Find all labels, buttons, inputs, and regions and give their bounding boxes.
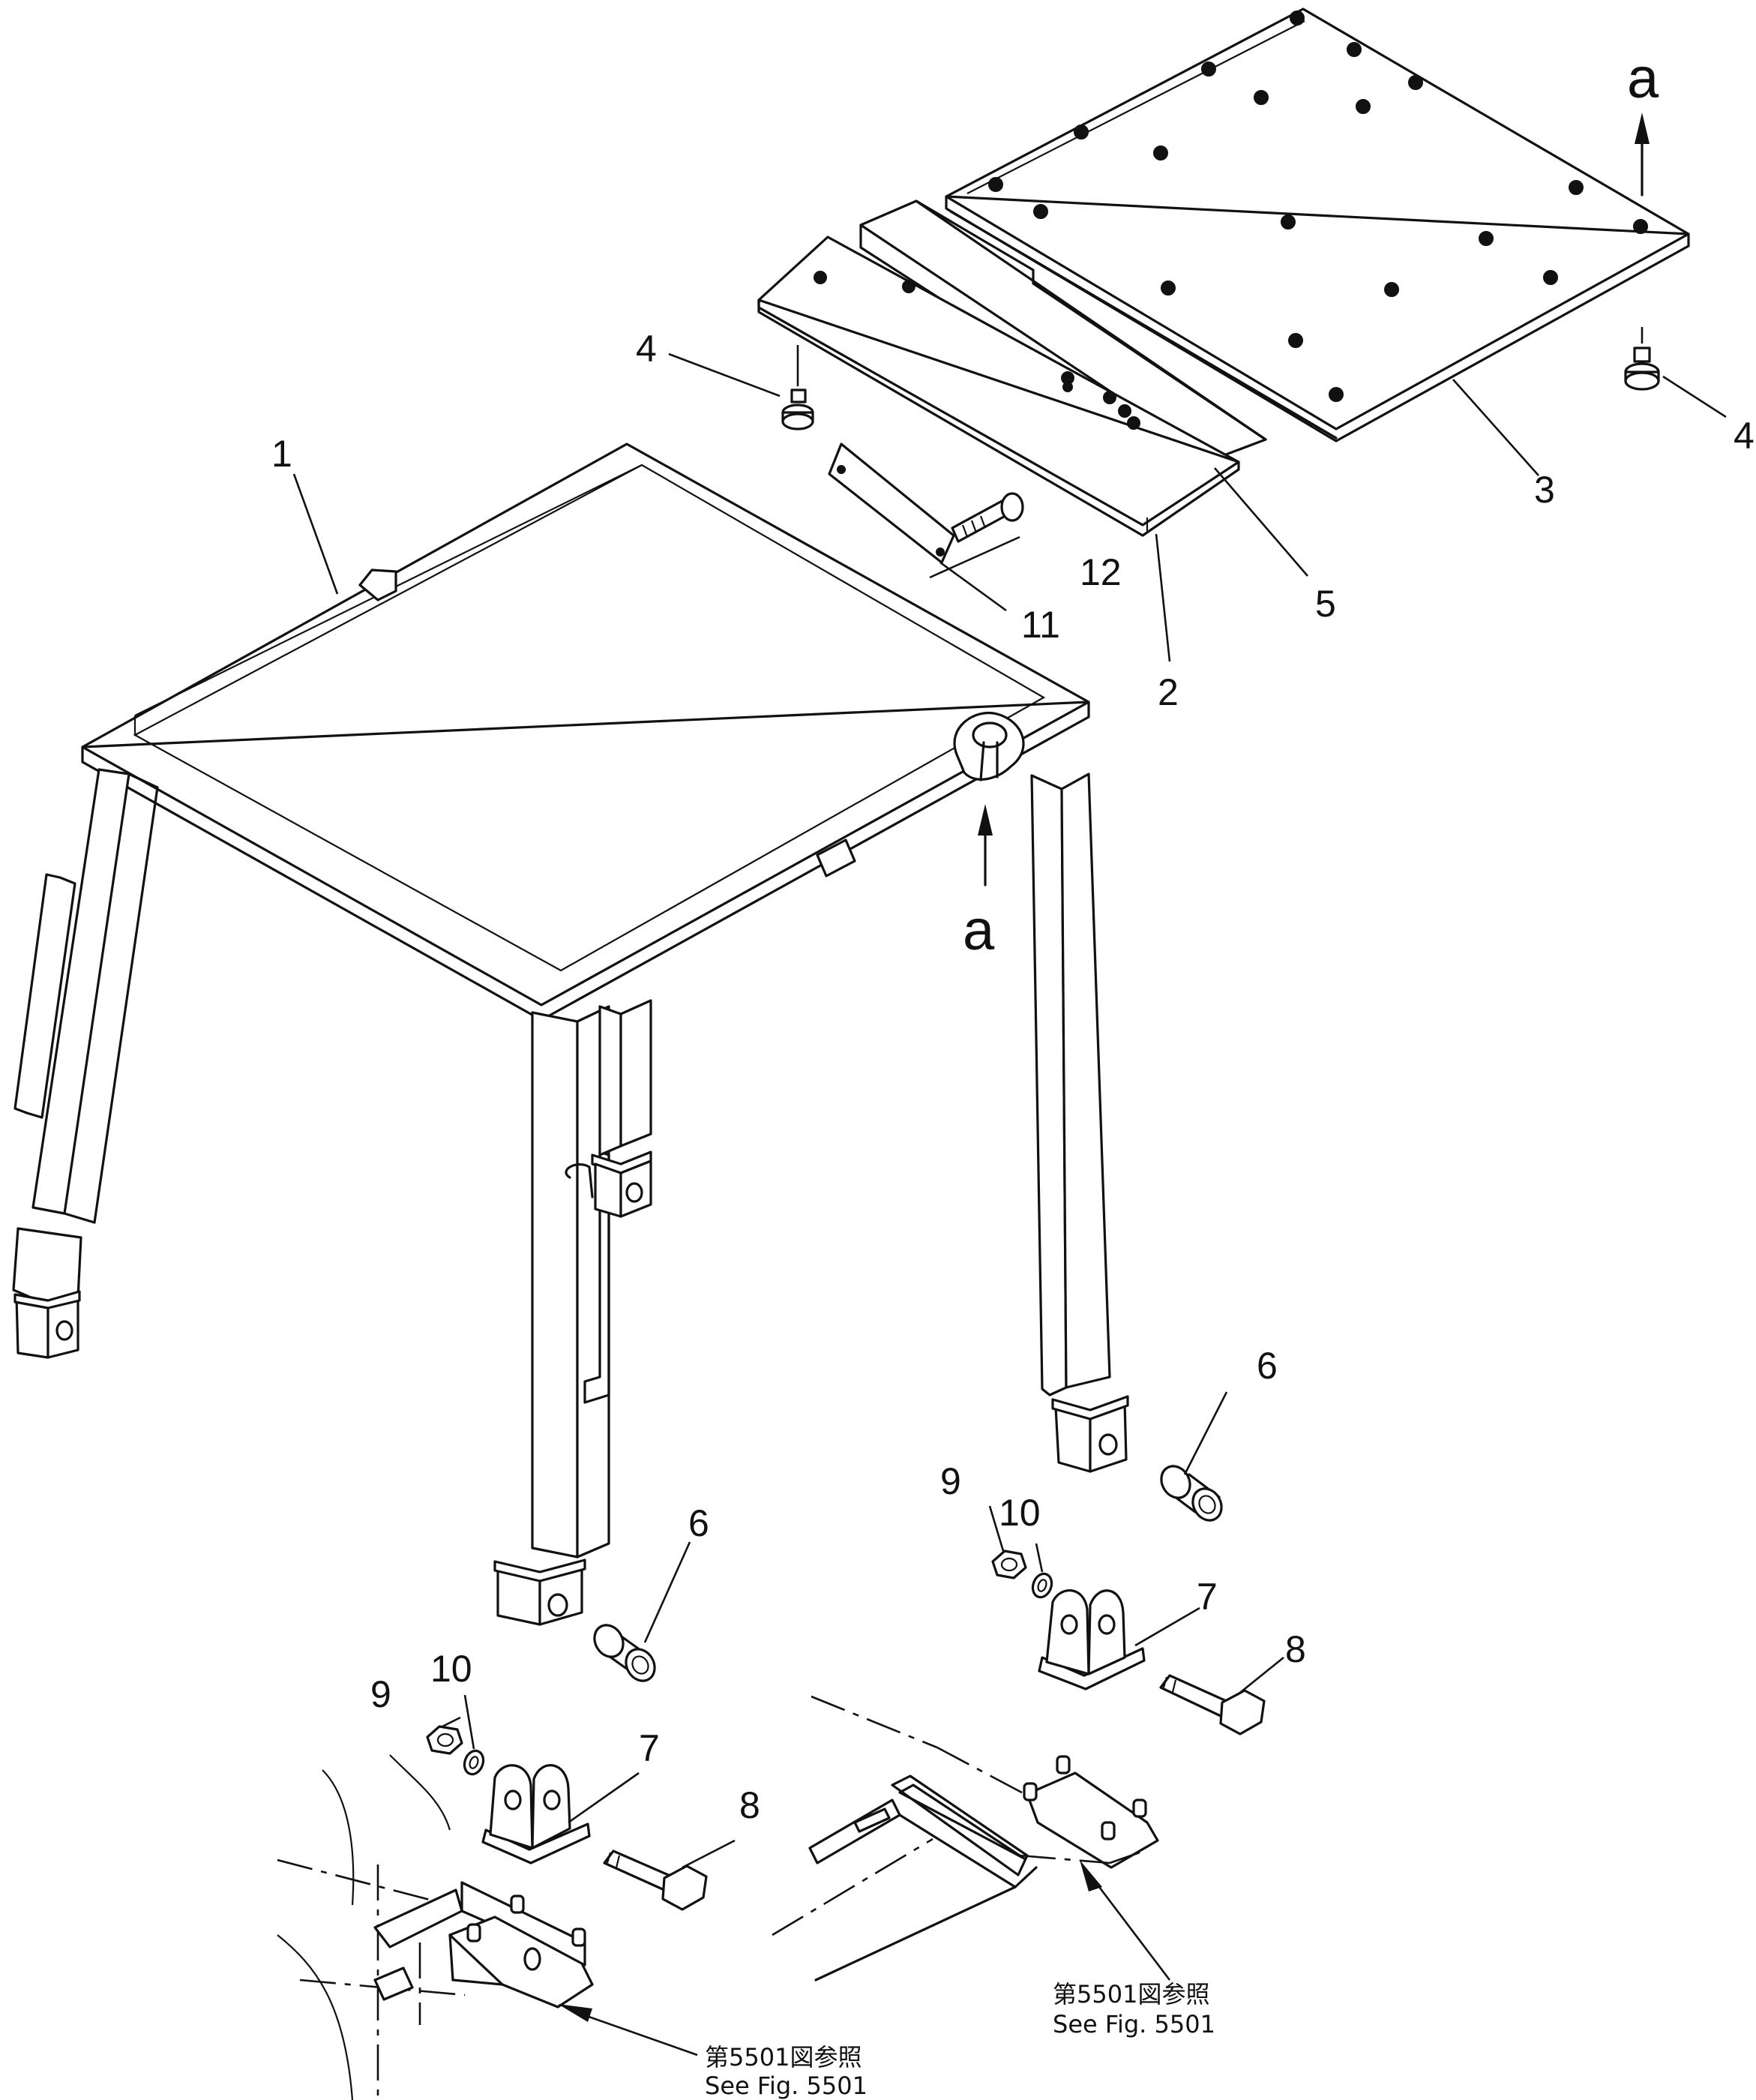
callout-7-left: 7 <box>639 1727 660 1769</box>
callout-4-right: 4 <box>1734 415 1755 457</box>
washer-10-left <box>463 1749 485 1776</box>
bracket-7-left <box>481 1764 591 1864</box>
ref-arrows <box>558 1860 1102 2022</box>
callout-5: 5 <box>1315 583 1336 625</box>
pin-right <box>1624 327 1660 391</box>
bushing-6-left <box>593 1624 656 1682</box>
arrow-a-top <box>1635 112 1650 196</box>
reference-note-left-jp: 第5501図参照 <box>705 2043 862 2072</box>
callout-11: 11 <box>1021 604 1060 646</box>
mount-reference-right <box>772 1695 1159 1982</box>
callout-10-right: 10 <box>999 1492 1041 1534</box>
callout-6-right: 6 <box>1257 1345 1278 1387</box>
arrow-a-mid <box>978 804 993 886</box>
pin-left <box>781 345 814 430</box>
callout-12: 12 <box>1080 551 1122 593</box>
callout-8-right: 8 <box>1285 1628 1306 1670</box>
leader-lines <box>292 352 1727 2056</box>
callout-7-right: 7 <box>1197 1576 1218 1618</box>
bushing-6-right <box>1160 1465 1223 1522</box>
marker-a-mid: a <box>963 898 995 962</box>
frame-top <box>81 442 1090 1022</box>
callout-9-right: 9 <box>940 1460 961 1502</box>
callout-9-left: 9 <box>370 1673 391 1715</box>
reference-note-right-jp: 第5501図参照 <box>1053 1980 1209 2008</box>
bolt-8-left <box>603 1850 708 1911</box>
reference-note-left-en: See Fig. 5501 <box>705 2072 868 2100</box>
callout-8-left: 8 <box>739 1784 760 1826</box>
callout-3: 3 <box>1534 469 1555 511</box>
callout-1: 1 <box>271 433 292 475</box>
leg-front-right <box>493 1005 610 1626</box>
leg-front-left <box>12 768 159 1359</box>
washer-10-right <box>1031 1572 1053 1599</box>
nut-9-right <box>991 1550 1027 1580</box>
callout-6-left: 6 <box>688 1502 709 1544</box>
mount-reference-left <box>277 1754 594 2100</box>
bolt-12 <box>951 492 1024 543</box>
callout-2: 2 <box>1158 671 1179 713</box>
marker-a-top: a <box>1627 46 1659 110</box>
callout-labels: 1 2 3 4 4 5 6 6 7 7 8 8 9 9 10 10 11 12 … <box>271 46 1755 2100</box>
leg-rear-right <box>1030 772 1129 1473</box>
rail-plate <box>757 236 1240 537</box>
name-plate <box>828 442 955 586</box>
reference-note-right-en: See Fig. 5501 <box>1053 2010 1215 2038</box>
callout-4-left: 4 <box>636 328 657 370</box>
leg-rear-middle <box>591 999 652 1218</box>
callout-10-left: 10 <box>430 1648 472 1690</box>
bracket-7-right <box>1038 1589 1146 1690</box>
nut-9-left <box>426 1725 463 1755</box>
latch-handle <box>953 712 1025 782</box>
cover-bolt-holes <box>988 10 1648 402</box>
bolt-8-right <box>1159 1674 1266 1736</box>
top-cover-plate <box>945 8 1690 442</box>
